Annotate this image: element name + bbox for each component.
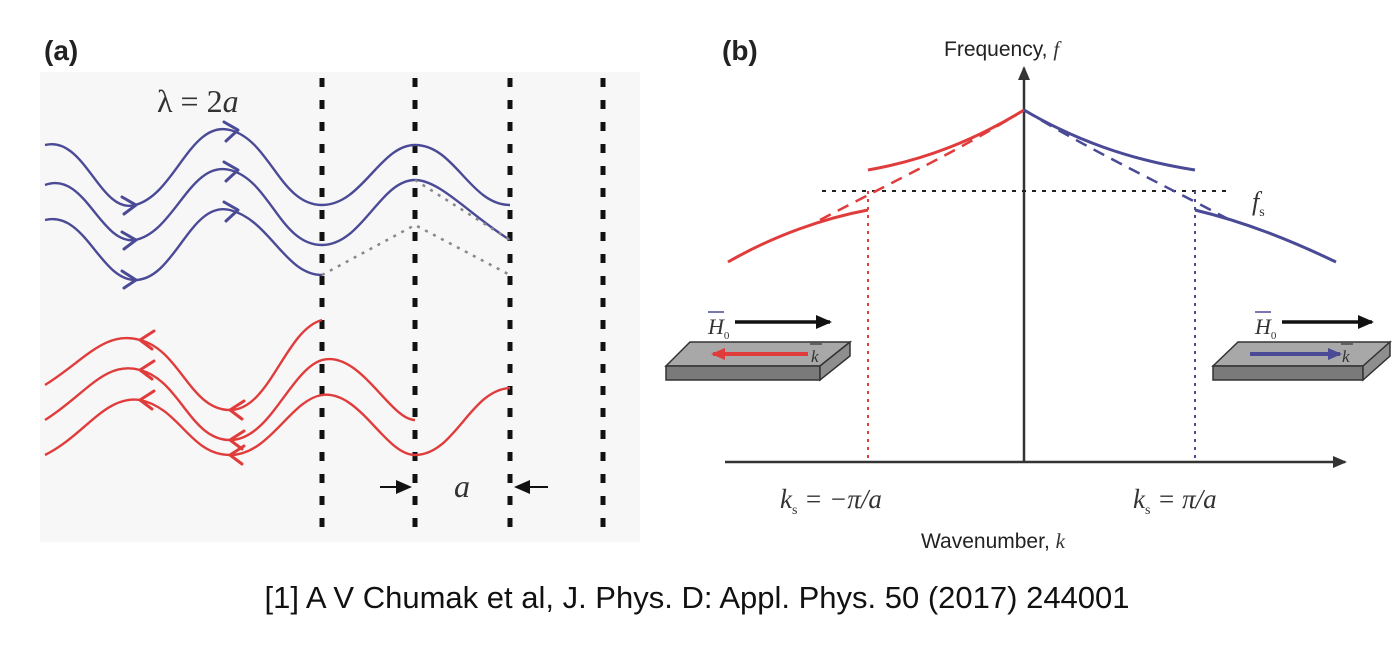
neg-ks-label: ks = −π/a [780, 484, 882, 518]
x-axis-label-text: Wavenumber, [921, 530, 1056, 553]
panel-b-label: (b) [722, 35, 758, 66]
blue-arrowhead-1 [222, 120, 240, 143]
blue-arrowhead-2 [222, 160, 240, 183]
strip-left-H-letter: H [707, 314, 725, 339]
figure: (a) λ = 2a [40, 35, 1392, 553]
pos-ks-sub: s [1145, 503, 1150, 518]
wavelength-lambda: λ [157, 83, 173, 119]
dotted-path-1 [414, 178, 511, 242]
dispersion-blue [1023, 108, 1337, 264]
reflected-arrowheads [138, 329, 246, 466]
strip-right-front [1212, 365, 1364, 381]
film-strip-right: k H0 [1211, 311, 1392, 382]
reflected-wave-3 [44, 386, 511, 457]
strip-left-side [819, 340, 851, 382]
y-axis-label-var: f [1053, 37, 1062, 61]
strip-right-k: k [1342, 347, 1350, 366]
strip-right-H-letter: H [1254, 314, 1272, 339]
strip-left-k: k [811, 347, 819, 366]
blue-branch-lower [1194, 208, 1337, 264]
strip-left-H: H0 [707, 314, 730, 342]
red-arrowhead-3 [138, 389, 156, 411]
red-branch-lower [727, 208, 869, 264]
y-axis-label-text: Frequency, [944, 38, 1053, 61]
panel-a-background [40, 72, 640, 542]
red-arrowhead-4 [228, 399, 246, 421]
panel-a: (a) λ = 2a [40, 35, 640, 542]
x-axis-label-var: k [1056, 529, 1066, 553]
red-arrowhead-6 [228, 444, 246, 466]
strip-right-side [1362, 340, 1391, 382]
red-arrowhead-2 [138, 359, 156, 381]
fs-label-f: f [1252, 187, 1263, 216]
red-arrowhead-1 [138, 329, 156, 351]
blue-branch-upper [1023, 108, 1196, 172]
reflected-wave-1 [44, 318, 323, 412]
blue-arrowhead-3 [222, 200, 240, 223]
fs-label: fs [1252, 187, 1265, 220]
neg-ks-k: k [780, 484, 793, 514]
pos-ks-k: k [1133, 484, 1146, 514]
strip-left-front [665, 365, 821, 381]
wavelength-equals: = 2 [173, 83, 223, 119]
citation: [1] A V Chumak et al, J. Phys. D: Appl. … [264, 580, 1130, 615]
incident-wave-1 [44, 127, 511, 207]
incident-wave-3 [44, 208, 323, 282]
neg-ks-eq: = −π/a [797, 484, 881, 514]
wavelength-a: a [223, 83, 239, 119]
blue-arrowhead-4 [120, 195, 138, 216]
blue-arrowhead-6 [120, 269, 138, 290]
red-arrowhead-5 [228, 429, 246, 451]
pos-ks-label: ks = π/a [1133, 484, 1217, 518]
neg-ks-sub: s [792, 503, 797, 518]
panel-a-label: (a) [44, 35, 78, 66]
strip-left-H-sub: 0 [724, 330, 730, 342]
incident-arrowheads [120, 120, 240, 290]
blue-arrowhead-5 [120, 230, 138, 251]
panel-b: (b) Frequency, f Wavenumber, k fs [664, 35, 1392, 553]
fs-label-sub: s [1259, 205, 1264, 220]
blue-branch-dashed [1023, 108, 1231, 222]
pos-ks-eq: = π/a [1150, 484, 1216, 514]
y-axis-label: Frequency, f [944, 37, 1062, 61]
wavelength-formula: λ = 2a [157, 83, 239, 119]
strip-right-H-sub: 0 [1271, 330, 1277, 342]
strip-right-H: H0 [1254, 314, 1277, 342]
red-branch-dashed [819, 108, 1025, 222]
film-strip-left: k H0 [664, 311, 853, 382]
reflected-dotted-waves [321, 178, 511, 277]
x-axis-label: Wavenumber, k [921, 529, 1066, 553]
spacing-label: a [454, 468, 470, 504]
dispersion-red [727, 108, 1025, 264]
red-branch-upper [867, 108, 1025, 172]
